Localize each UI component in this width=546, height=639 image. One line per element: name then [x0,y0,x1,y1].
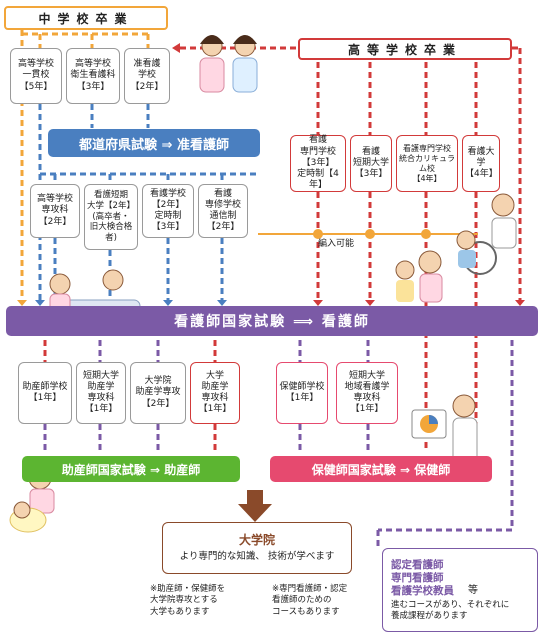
national-nurse-exam-band: 看護師国家試験 ⟹ 看護師 [6,306,538,336]
graduate-school-box: 大学院 より専門的な知識、 技術が学べます [162,522,352,574]
midwife-phn-grad-note: ※助産師・保健師を 大学院専攻とする 大学もあります [150,584,226,617]
midwifery-school-box: 助産師学校 【1年】 [18,362,72,424]
nursing-school-2y-box: 看護学校 【2年】 定時制 【3年】 [142,184,194,238]
red-arrow-heads [172,43,525,306]
etc-label: 等 [468,584,478,596]
nursing-vocational-school-box: 看護 専門学校 【3年】 定時制【4年】 [290,135,346,192]
health-nurse-chart-illustration [411,394,478,467]
specialist-nurse-label: 専門看護師 [391,571,444,584]
hs-advanced-course-box: 高等学校 専攻科 【2年】 [30,184,80,238]
nursing-junior-college-box: 看護 短期大学 【3年】 [350,135,392,192]
public-health-nurse-school-box: 保健師学校 【1年】 [276,362,328,424]
public-health-nurse-exam-band: 保健師国家試験 ⇒ 保健師 [270,456,492,482]
transfer-line [258,229,478,239]
jc-midwifery-course-box: 短期大学 助産学 専攻科 【1年】 [76,362,126,424]
midwife-exam-band: 助産師国家試験 ⇒ 助産師 [22,456,240,482]
junior-high-header: 中学校卒業 [4,6,168,30]
junior-college-2y-box: 看護短期 大学【2年】 (高卒者・ 旧大検合格者) [84,184,138,250]
nursing-teacher-label: 看護学校教員 [391,584,454,597]
univ-midwifery-course-box: 大学 助産学 専攻科 【1年】 [190,362,240,424]
certified-nurse-label: 認定看護師 [391,558,444,571]
advanced-careers-description: 進むコースがあり、それぞれに 養成課程があります [391,600,510,621]
nurse-pair-illustration [199,35,258,93]
certified-nurse-course-note: ※専門看護師・認定 看護師のための コースもあります [272,584,348,617]
prefectural-exam-band: 都道府県試験 ⇒ 准看護師 [48,129,260,157]
elderly-wheelchair-illustration [456,193,517,275]
jc-community-nursing-course-box: 短期大学 地域看護学 専攻科 【1年】 [336,362,398,424]
mother-child-illustration [395,250,443,303]
integrated-high-school-box: 高等学校 一貫校 【5年】 [10,48,62,104]
orange-arrow-heads [17,300,27,306]
advanced-careers-box: 認定看護師 専門看護師 看護学校教員 等 進むコースがあり、それぞれに 養成課程… [382,548,538,632]
grad-midwifery-course-box: 大学院 助産学専攻 【2年】 [130,362,186,424]
brown-arrow [238,490,272,522]
graduate-school-subtitle: より専門的な知識、 技術が学べます [179,551,335,563]
transfer-possible-label: 編入可能 [318,239,355,249]
nursing-university-box: 看護大学 【4年】 [462,135,500,192]
integrated-curriculum-school-box: 看護専門学校 統合カリキュラム校 【4年】 [396,135,458,192]
hs-nursing-course-box: 高等学校 衛生看護科 【3年】 [66,48,120,104]
graduate-school-title: 大学院 [238,533,275,548]
high-school-header: 高等学校卒業 [298,38,512,60]
practical-nurse-school-box: 准看護 学校 【2年】 [124,48,170,104]
nursing-correspondence-box: 看護 専修学校 通信制 【2年】 [198,184,248,238]
purple-flow-lines [43,340,514,548]
